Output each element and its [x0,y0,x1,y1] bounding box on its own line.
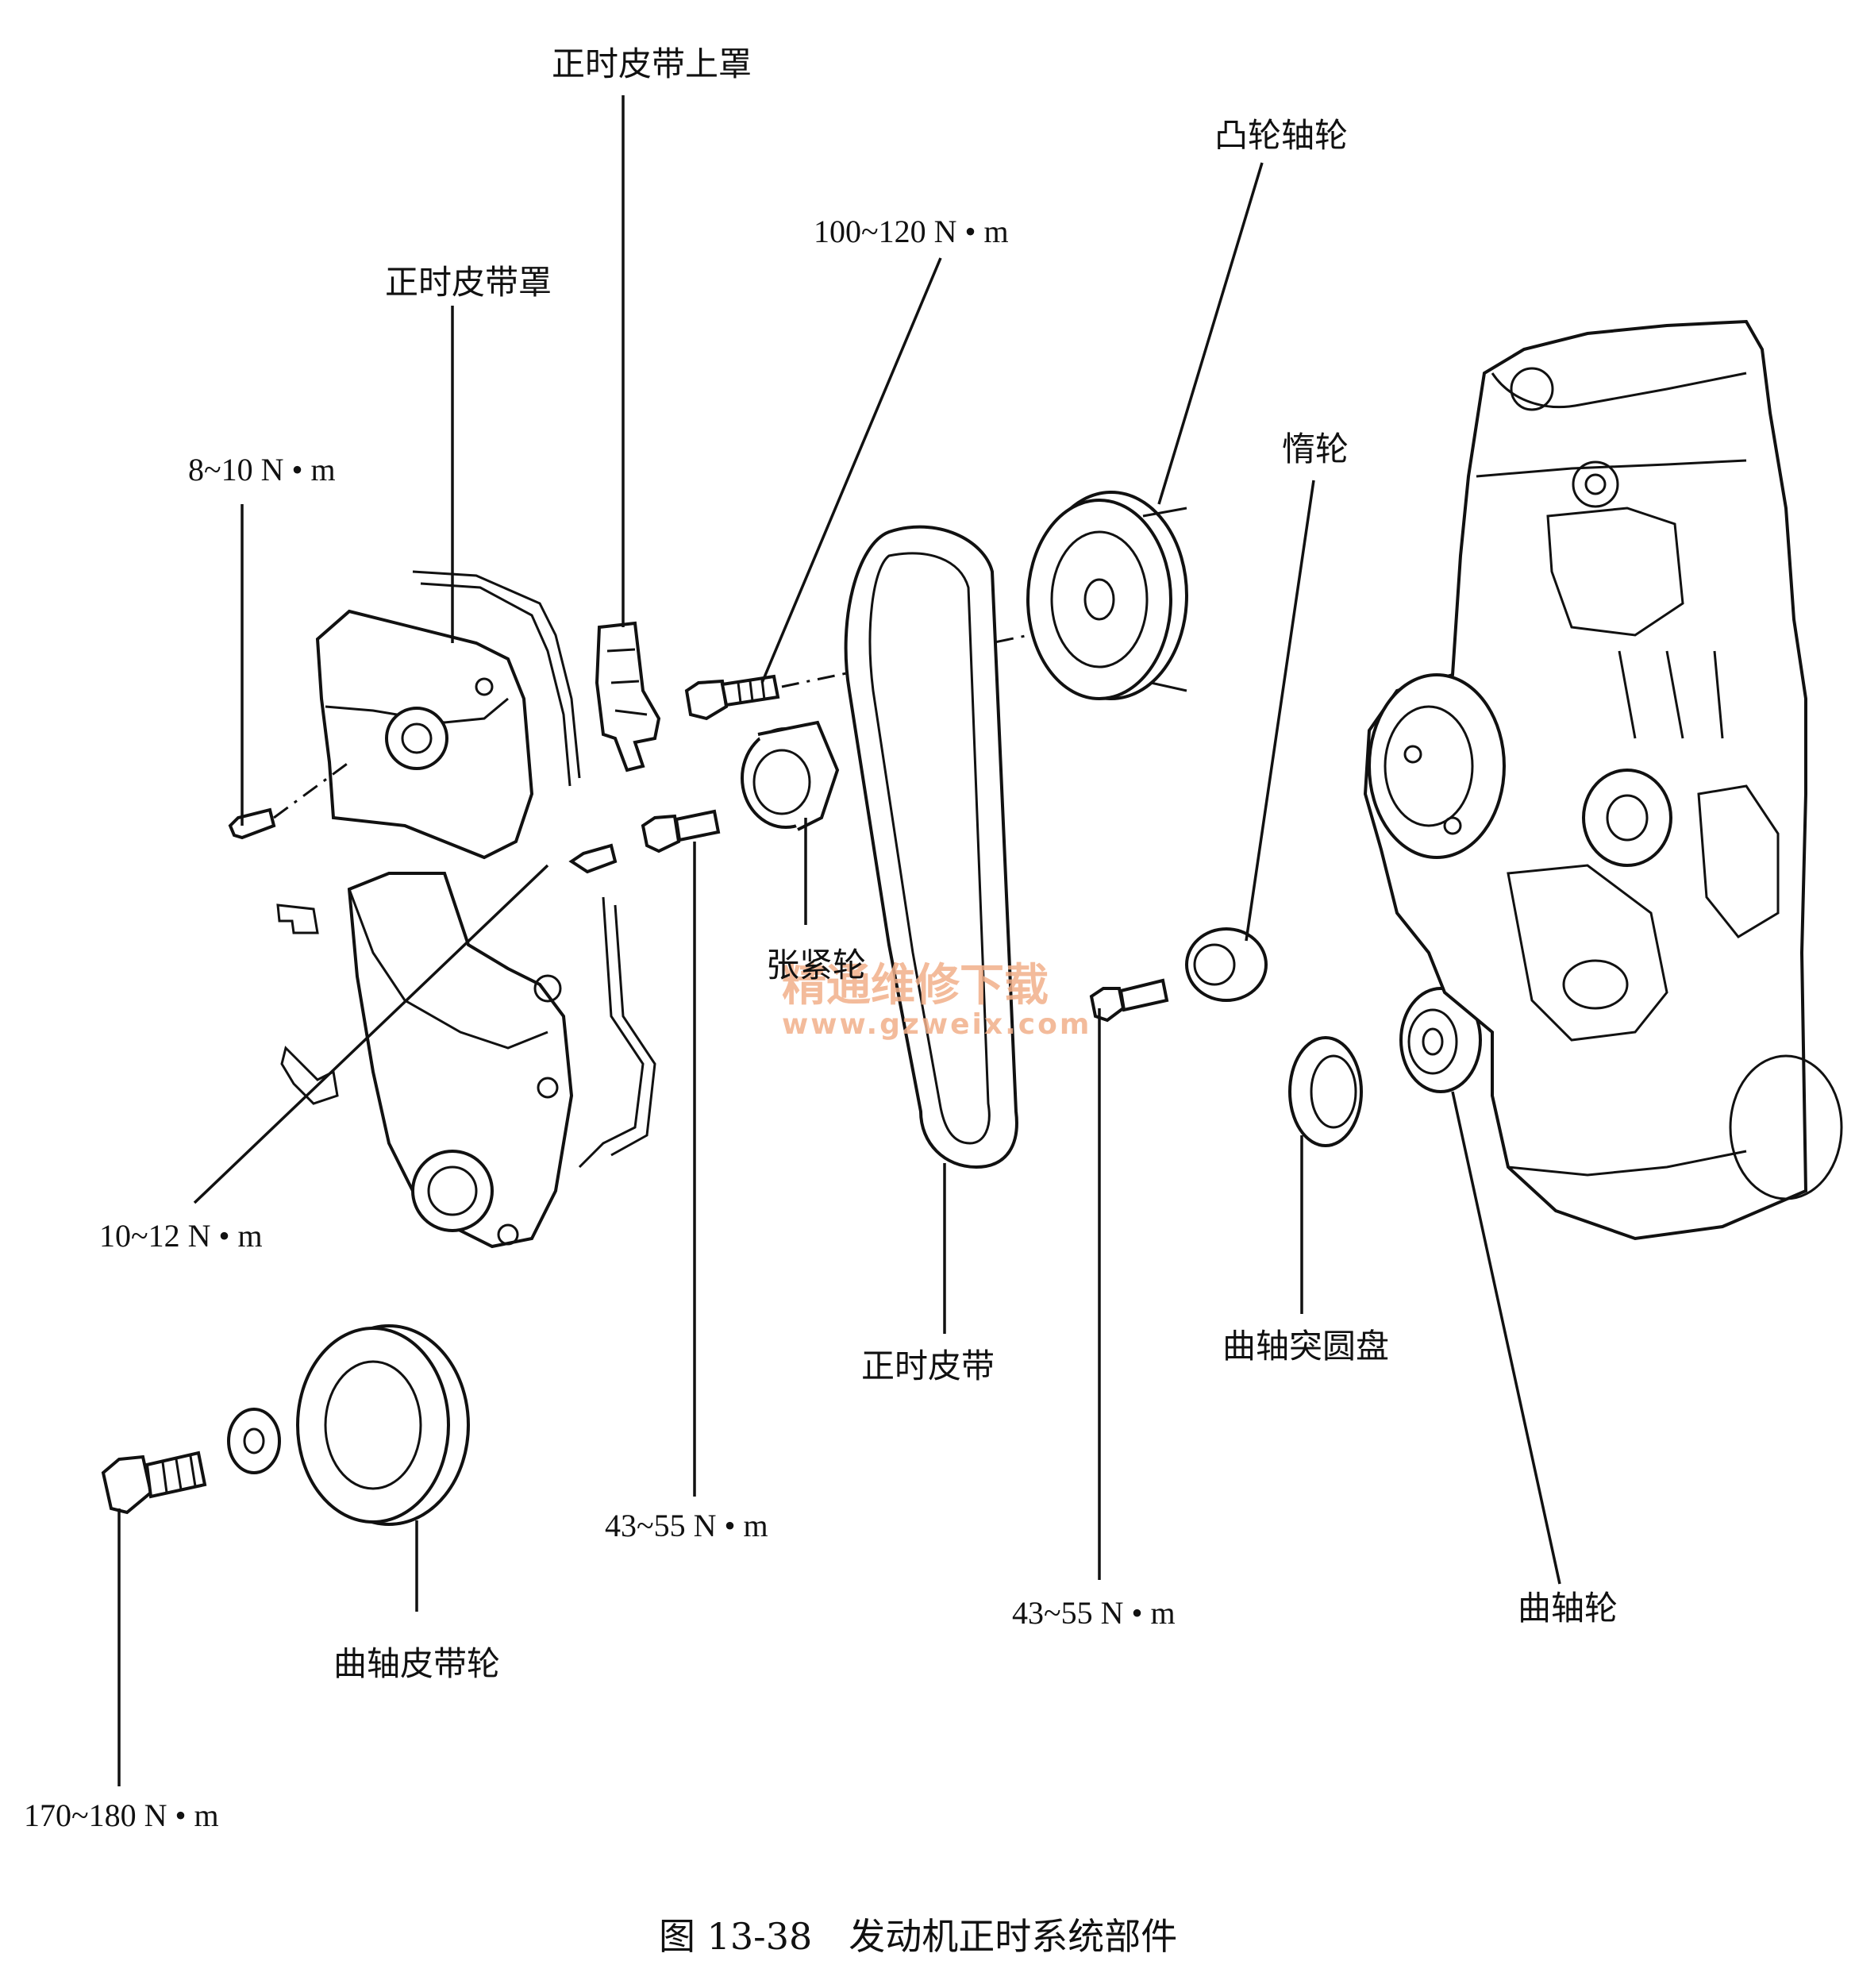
tensioner-bolt [641,809,721,853]
watermark-url: www.gzweix.com [782,1008,1091,1041]
label-tensioner: 张紧轮 [766,946,866,984]
engine-block-part [1363,319,1843,1241]
crank-disc-part [1288,1036,1363,1147]
torque-lower-cover-bolt: 10~12 N • m [99,1218,263,1254]
figure-caption: 图 13-38 发动机正时系统部件 [659,1915,1177,1958]
label-timing-belt: 正时皮带 [861,1347,995,1385]
label-camshaft-pulley: 凸轮轴轮 [1214,116,1348,155]
label-upper-cover: 正时皮带上罩 [552,44,752,83]
tensioner-part [741,720,840,831]
idler-part [1185,927,1268,1002]
label-crank-pulley: 曲轴皮带轮 [333,1644,500,1683]
belt-cover-part [315,570,581,860]
label-belt-cover: 正时皮带罩 [385,263,552,302]
lower-cover-part [276,872,656,1249]
leader-lines [117,95,1561,1786]
crank-bolt [101,1451,207,1515]
camshaft-pulley-part [1026,491,1188,700]
label-idler: 惰轮 [1282,430,1349,468]
torque-idler-bolt: 43~55 N • m [1012,1595,1176,1631]
crank-pulley-part [227,1324,470,1526]
torque-tensioner-bolt: 43~55 N • m [605,1508,768,1543]
label-crank-disc: 曲轴突圆盘 [1222,1327,1389,1366]
idler-bolt [1089,978,1169,1023]
timing-belt-part [844,525,1018,1169]
torque-cover-bolt: 8~10 N • m [188,452,336,487]
lower-cover-bolt [568,843,618,874]
cover-bolt [228,761,350,840]
upper-cover-part [595,621,661,772]
watermark-text: 精通维修下载 [782,960,1049,1011]
torque-cam-bolt: 100~120 N • m [814,214,1009,249]
crank-gear-part [1399,987,1482,1093]
label-crank-gear: 曲轴轮 [1518,1589,1618,1628]
torque-crank-bolt: 170~180 N • m [24,1797,219,1833]
